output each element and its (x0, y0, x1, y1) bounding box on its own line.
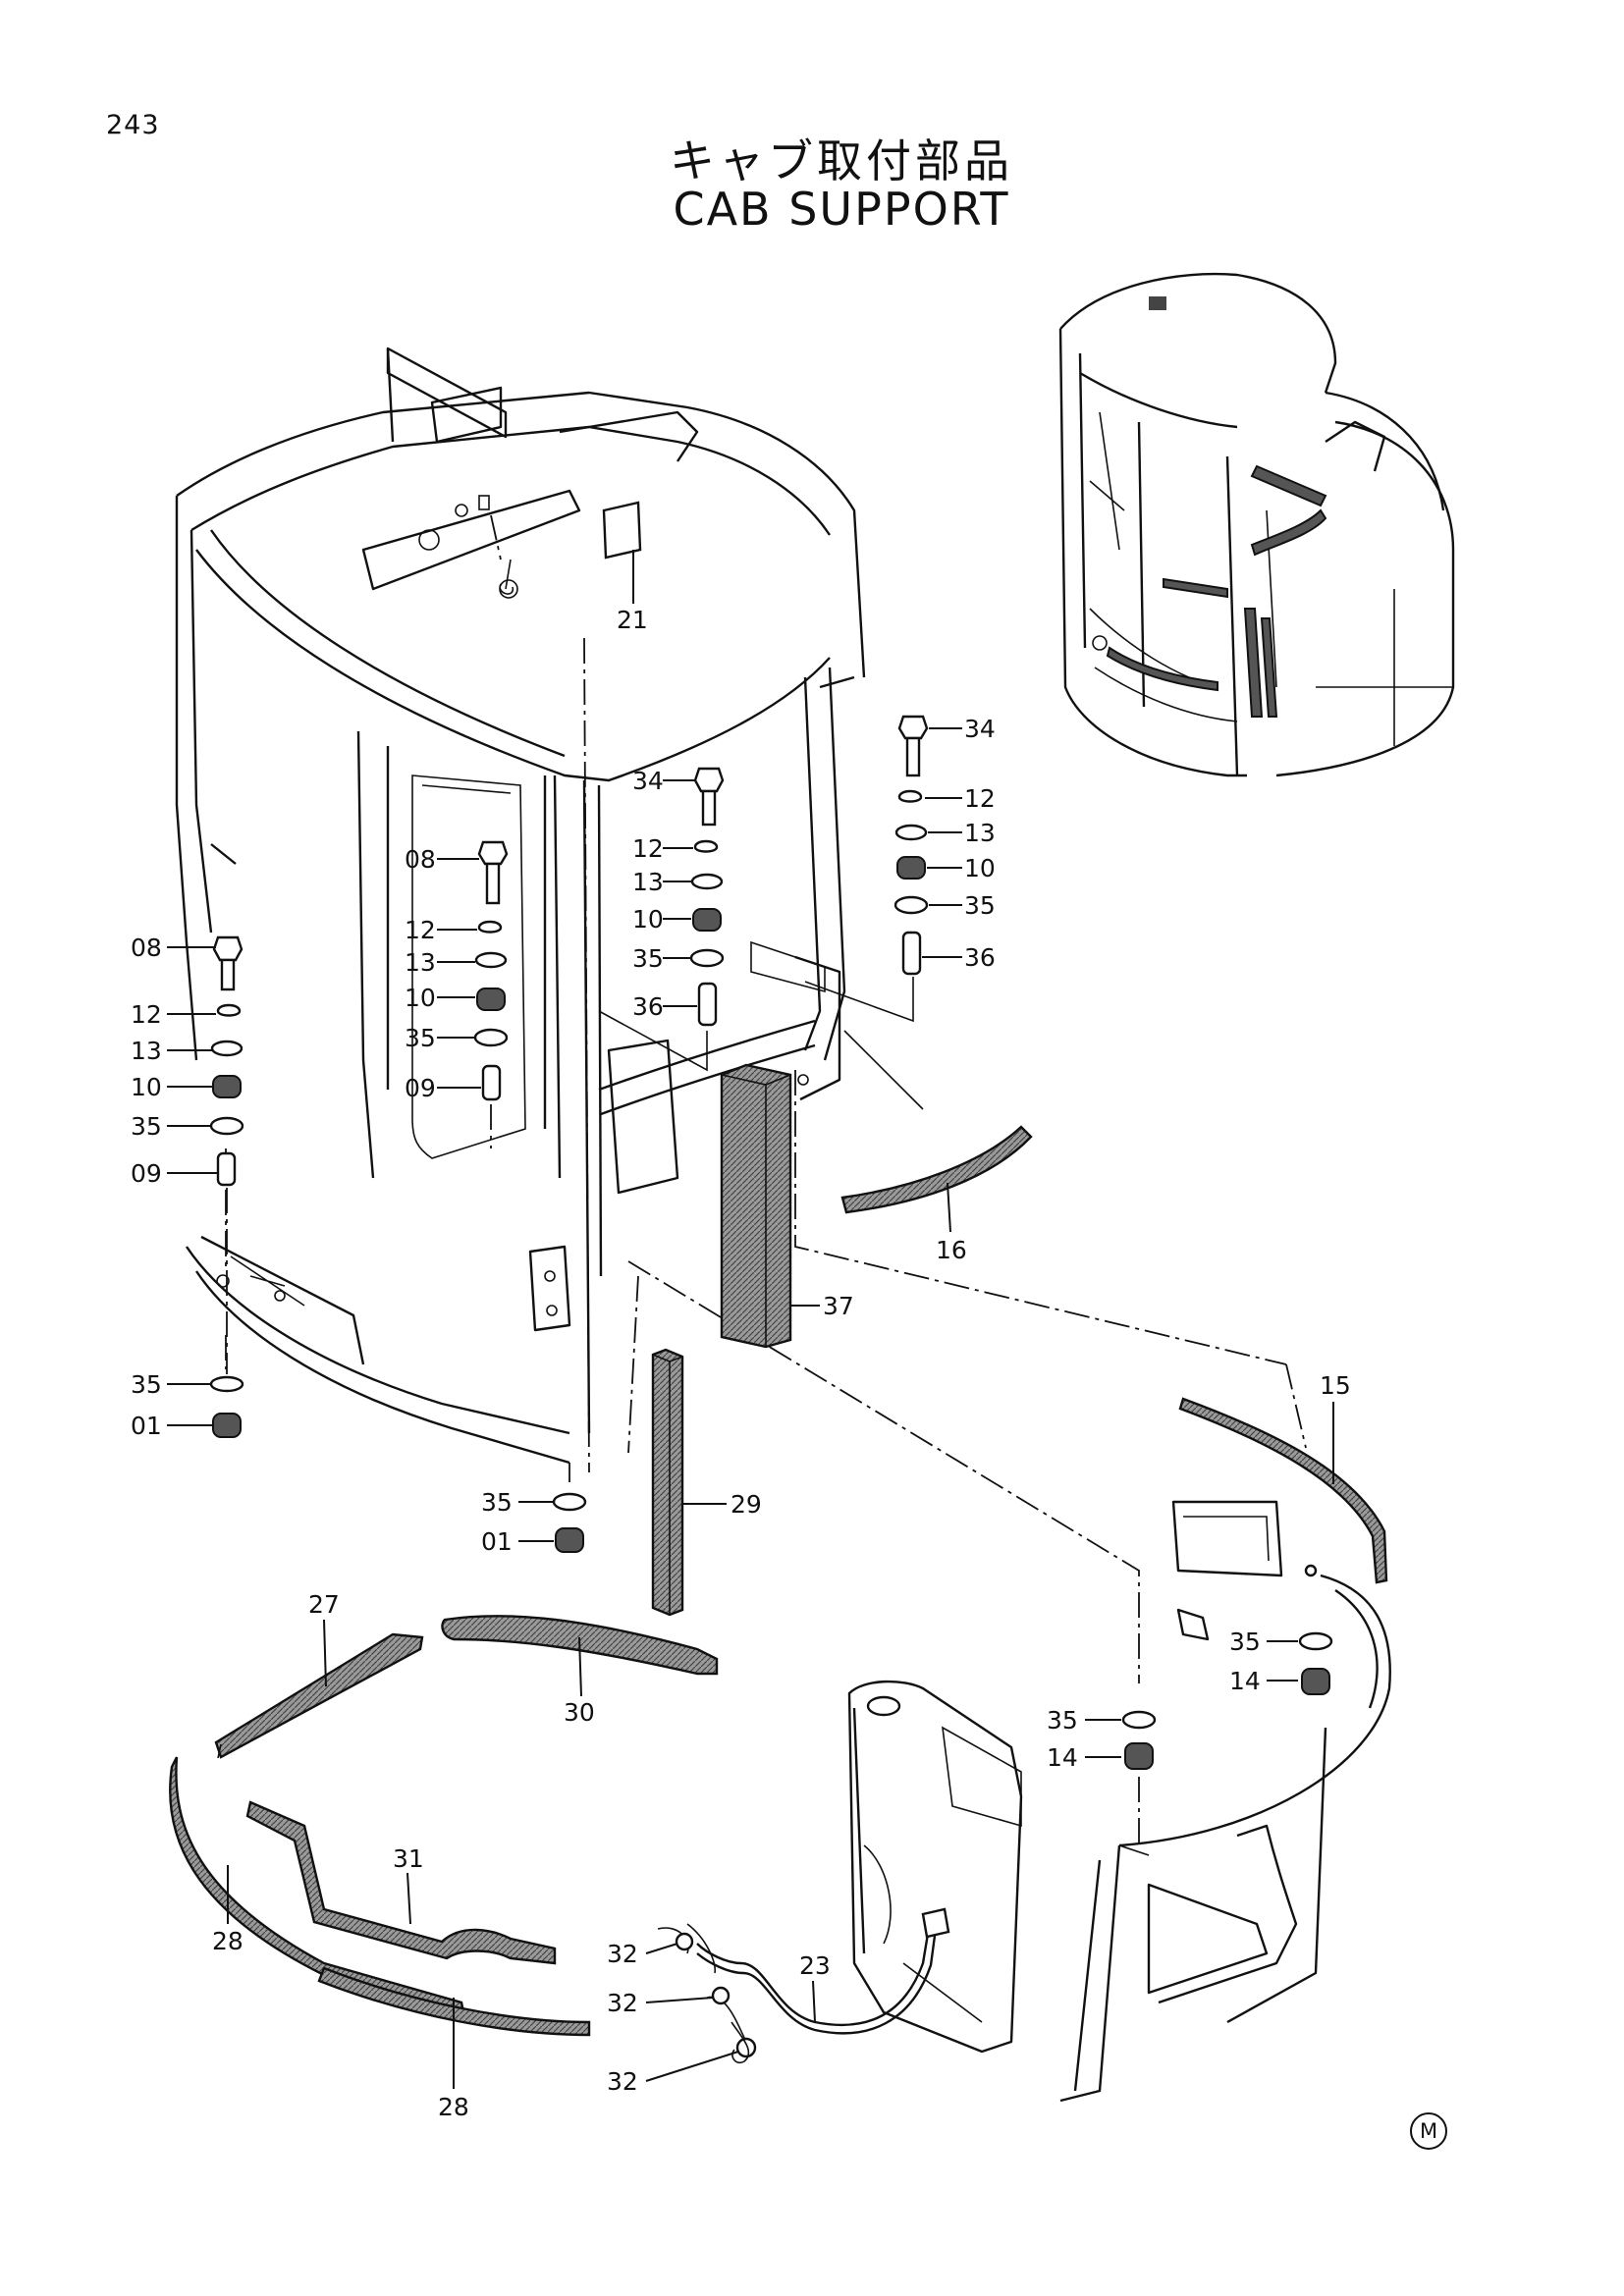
callout-15: 15 (1320, 1371, 1351, 1400)
part-15-strip-drawing (1178, 1397, 1388, 1584)
callout-13: 13 (405, 948, 436, 977)
callout-32: 32 (607, 1940, 638, 1968)
callout-14: 14 (1047, 1743, 1078, 1772)
callout-28: 28 (212, 1927, 244, 1955)
callout-14: 14 (1229, 1667, 1261, 1695)
callout-35: 35 (964, 891, 996, 920)
part-31-strip-drawing (245, 1800, 557, 1965)
floor-cover-drawing (1059, 1500, 1391, 2103)
hardware-stack-right (804, 715, 962, 1110)
callout-10: 10 (131, 1073, 162, 1101)
callout-01: 01 (481, 1527, 513, 1556)
hardware-stack-left (167, 935, 244, 1438)
part-21-plate-drawing (499, 501, 642, 604)
callout-10: 10 (964, 854, 996, 882)
page-number: 243 (106, 110, 160, 140)
part-27-strip-drawing (214, 1619, 424, 1759)
callout-16: 16 (936, 1236, 967, 1264)
callout-35: 35 (1047, 1706, 1078, 1735)
callout-12: 12 (964, 784, 996, 813)
part-37-block-drawing (720, 1063, 820, 1349)
callout-labels: 21 34 12 13 10 35 36 34 12 13 10 35 36 0… (131, 606, 1351, 2121)
callout-28: 28 (438, 2093, 469, 2121)
callout-12: 12 (131, 1000, 162, 1029)
callout-35: 35 (632, 944, 664, 973)
callout-13: 13 (632, 868, 664, 896)
callout-08: 08 (405, 845, 436, 874)
callout-10: 10 (405, 984, 436, 1012)
callout-08: 08 (131, 934, 162, 962)
callout-21: 21 (617, 606, 648, 634)
circled-m-mark: M (1410, 2112, 1447, 2150)
callout-35: 35 (131, 1370, 162, 1399)
callout-31: 31 (393, 1844, 424, 1873)
title-japanese: キャブ取付部品 (670, 134, 1013, 187)
callout-35: 35 (1229, 1628, 1261, 1656)
callout-12: 12 (632, 834, 664, 863)
callout-09: 09 (131, 1159, 162, 1188)
hardware-stack-door (437, 840, 509, 1148)
title-english: CAB SUPPORT (673, 183, 1010, 236)
callout-32: 32 (607, 1989, 638, 2017)
callout-35: 35 (405, 1024, 436, 1052)
callout-23: 23 (799, 1951, 831, 1980)
callout-35: 35 (131, 1112, 162, 1141)
callout-29: 29 (731, 1490, 762, 1519)
callout-34: 34 (964, 715, 996, 743)
callout-13: 13 (131, 1037, 162, 1065)
callout-35: 35 (481, 1488, 513, 1517)
callout-32: 32 (607, 2067, 638, 2096)
part-16-strip-drawing (840, 1125, 1033, 1233)
callout-34: 34 (632, 767, 664, 795)
callout-12: 12 (405, 916, 436, 944)
hardware-stack-floor (1085, 1631, 1333, 1845)
cab-overview-drawing (1058, 272, 1455, 777)
part-28-strip-b-drawing (317, 1966, 591, 2089)
callout-27: 27 (308, 1590, 340, 1619)
callout-01: 01 (131, 1412, 162, 1440)
callout-30: 30 (564, 1698, 595, 1727)
hardware-stack-center (598, 767, 725, 1072)
part-29-block-drawing (651, 1348, 727, 1617)
cab-frame-drawing (175, 347, 1307, 1683)
hardware-stack-bottom (518, 1492, 587, 1553)
rear-box-drawing (847, 1680, 1023, 2054)
harness-drawing (645, 1907, 950, 2082)
callout-13: 13 (964, 819, 996, 847)
callout-36: 36 (632, 992, 664, 1021)
callout-10: 10 (632, 905, 664, 934)
callout-36: 36 (964, 943, 996, 972)
part-30-strip-drawing (441, 1615, 719, 1697)
callout-09: 09 (405, 1074, 436, 1102)
callout-37: 37 (823, 1292, 854, 1320)
